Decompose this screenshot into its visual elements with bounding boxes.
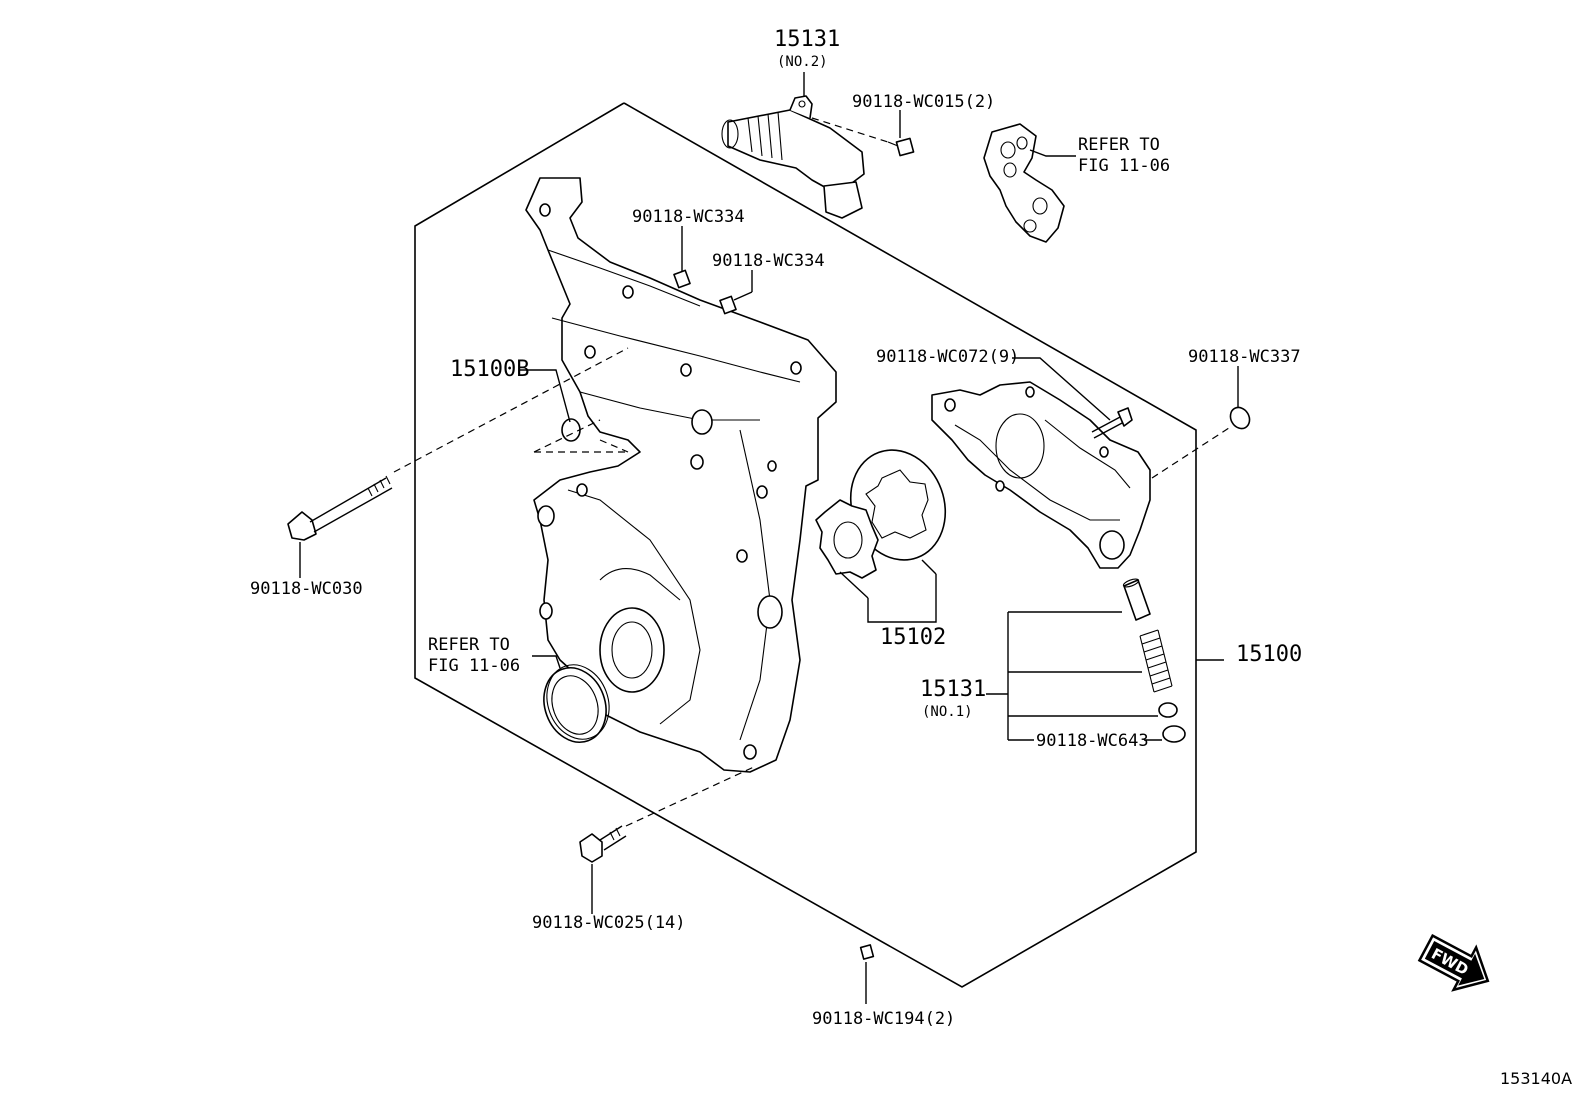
label-90118-wc072: 90118-WC072(9) — [876, 347, 1019, 367]
assembly-boundary — [414, 102, 1197, 988]
dashed-guides — [393, 117, 1233, 827]
label-refer-top-2: FIG 11-06 — [1078, 156, 1170, 176]
label-15131-no1: 15131 — [920, 677, 986, 702]
label-refer-top-1: REFER TO — [1078, 135, 1160, 155]
label-90118-wc025: 90118-WC025(14) — [532, 913, 686, 933]
sleeve-wc334-a — [673, 269, 691, 289]
label-90118-wc334-a: 90118-WC334 — [632, 207, 745, 227]
label-90118-wc015: 90118-WC015(2) — [852, 92, 995, 112]
label-15100b: 15100B — [450, 357, 529, 382]
label-90118-wc337: 90118-WC337 — [1188, 347, 1301, 367]
sleeve-wc334-b — [719, 295, 737, 315]
leader-lines — [299, 72, 1239, 1004]
oil-control-valve — [721, 95, 865, 219]
label-90118-wc643: 90118-WC643 — [1036, 731, 1149, 751]
label-15131-no2: 15131 — [774, 27, 840, 52]
relief-valve-set — [1122, 578, 1186, 743]
label-90118-wc334-b: 90118-WC334 — [712, 251, 825, 271]
bolt-wc030 — [287, 475, 393, 541]
label-90118-wc030: 90118-WC030 — [250, 579, 363, 599]
oil-pump-cover — [931, 381, 1151, 569]
timing-chain-cover — [525, 177, 837, 773]
label-90118-wc194: 90118-WC194(2) — [812, 1009, 955, 1029]
label-15102: 15102 — [880, 625, 946, 650]
gasket-top — [983, 123, 1065, 243]
label-refer-left-2: FIG 11-06 — [428, 656, 520, 676]
crankshaft-oil-seal — [543, 664, 610, 743]
label-refer-left-1: REFER TO — [428, 635, 510, 655]
pin-wc194 — [859, 944, 875, 960]
label-15131-no1-sub: (NO.1) — [922, 704, 973, 720]
label-15100: 15100 — [1236, 642, 1302, 667]
label-15131-no2-sub: (NO.2) — [777, 54, 828, 70]
figure-id: 153140A — [1500, 1069, 1572, 1088]
bolt-wc025 — [579, 825, 627, 863]
oring-wc337 — [1229, 406, 1251, 430]
ring-15100b — [561, 418, 581, 442]
bolt-wc015 — [887, 137, 915, 157]
bolt-wc072 — [1091, 407, 1133, 439]
fwd-arrow-icon: FWD — [1417, 933, 1490, 992]
oil-pump-rotor-set — [815, 449, 947, 579]
